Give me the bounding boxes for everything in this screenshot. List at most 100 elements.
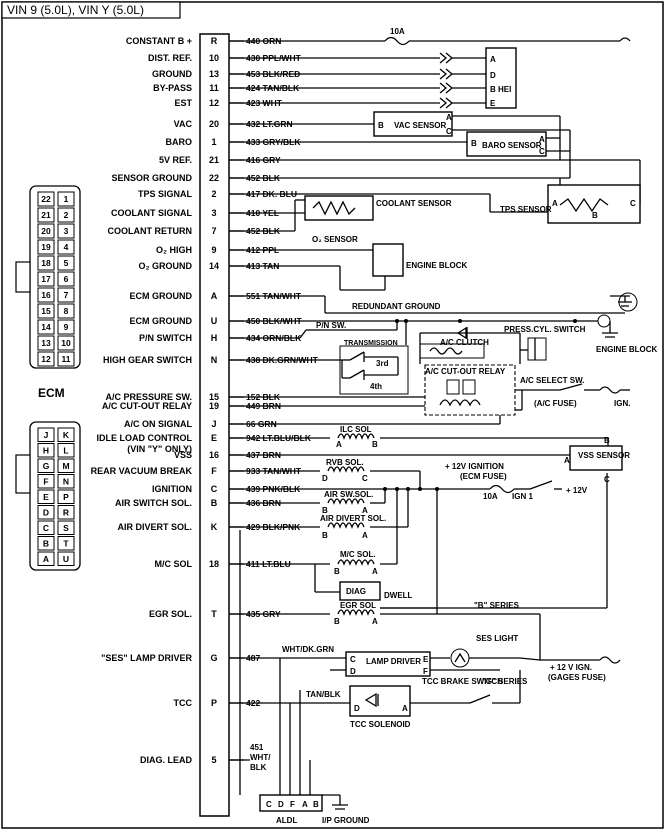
circuit-label: REAR VACUUM BREAK — [91, 466, 193, 476]
connector-cavity-label: E — [43, 492, 49, 502]
ilc-sol-label: ILC SOL — [340, 425, 372, 434]
title-box — [1, 1, 181, 19]
vac-pin-c: C — [446, 127, 452, 136]
ecm-pin: F — [211, 466, 217, 476]
connector-cavity — [37, 458, 55, 473]
connector-cavity-label: 16 — [41, 290, 51, 300]
circuit-label: EST — [174, 98, 192, 108]
ign-12v-label: + 12V IGNITION — [445, 462, 504, 471]
air-sw-pin-a: A — [362, 506, 368, 515]
ecm-pin-block — [199, 33, 230, 817]
connector-cavity — [37, 287, 55, 303]
aldl-pin-c: C — [266, 800, 272, 809]
connector-cavity-label: 20 — [41, 226, 51, 236]
connector-cavity — [37, 335, 55, 351]
connector-cavity — [37, 427, 55, 442]
ecm-pin: G — [210, 653, 217, 663]
connector-cavity — [37, 239, 55, 255]
lamp-driver-box — [345, 651, 431, 677]
circuit-label: A/C CUT-OUT RELAY — [102, 401, 192, 411]
wht-dk-grn-label: WHT/DK.GRN — [282, 645, 334, 654]
vss-sensor-label: VSS SENSOR — [578, 451, 630, 460]
connector-cavity-label: 15 — [41, 306, 51, 316]
ign1-label: IGN 1 — [512, 492, 533, 501]
ecm-pin: 3 — [211, 208, 216, 218]
plus-12v-label: + 12V — [566, 486, 588, 495]
air-divert-pin-b: B — [322, 531, 328, 540]
circuit-label: "SES" LAMP DRIVER — [101, 653, 192, 663]
ecm-pin: K — [211, 522, 218, 532]
diagram-title: VIN 9 (5.0L), VIN Y (5.0L) — [7, 3, 144, 17]
ecm-pin: 2 — [211, 189, 216, 199]
connector-cavity — [37, 489, 55, 504]
lamp-pin-e: E — [423, 655, 429, 664]
connector-cavity-label: R — [63, 507, 69, 517]
air-divert-pin-a: A — [362, 531, 368, 540]
ecm-pin: 21 — [209, 155, 219, 165]
connector-cavity — [57, 520, 75, 535]
connector-cavity — [57, 351, 75, 367]
vac-sensor-label: VAC SENSOR — [394, 121, 447, 130]
circuit-label: 5V REF. — [159, 155, 192, 165]
hei-pin-e: E — [490, 99, 496, 108]
circuit-label: BY-PASS — [153, 83, 192, 93]
ac-fuse-label: (A/C FUSE) — [534, 399, 577, 408]
lamp-pin-c: C — [350, 655, 356, 664]
coolant-thermistor — [312, 200, 356, 216]
connector-cavity — [37, 255, 55, 271]
connector-cavity-label: D — [43, 507, 49, 517]
b-series-label: "B" SERIES — [474, 601, 520, 610]
connector-cavity — [57, 255, 75, 271]
circuit-label: SENSOR GROUND — [111, 173, 192, 183]
ecm-pin: T — [211, 609, 217, 619]
connector-cavity-label: 3 — [64, 226, 69, 236]
pn-sw-label: P/N SW. — [316, 321, 346, 330]
lamp-driver-label: LAMP DRIVER — [366, 657, 421, 666]
third-gear-label: 3rd — [376, 359, 389, 368]
ilc-pin-a: A — [336, 440, 342, 449]
circuit-label: IDLE LOAD CONTROL — [97, 433, 193, 443]
tcc-brake-switch-label: TCC BRAKE SWITCH — [422, 677, 503, 686]
transmission-label: TRANSMISSION — [344, 340, 398, 347]
engine-block-label: ENGINE BLOCK — [406, 261, 468, 270]
ac-select-sw-label: A/C SELECT SW. — [520, 376, 584, 385]
connector-cavity — [57, 271, 75, 287]
vac-sensor-box — [373, 111, 453, 137]
tcc-pin-a: A — [402, 704, 408, 713]
connector-cavity — [57, 335, 75, 351]
circuit-label: AIR SWITCH SOL. — [115, 498, 192, 508]
vac-pin-a: A — [446, 113, 452, 122]
circuit-label: DIAG. LEAD — [140, 755, 193, 765]
connector-cavity — [37, 536, 55, 551]
circuit-label: DIST. REF. — [148, 53, 192, 63]
vss-pin-b: B — [604, 436, 610, 445]
ecm-pin: H — [211, 333, 218, 343]
circuit-label: BARO — [166, 137, 193, 147]
tps-sensor-box — [547, 184, 641, 224]
connector-cavity-label: 9 — [64, 322, 69, 332]
circuit-label: VAC — [174, 119, 193, 129]
connector-cavity — [37, 319, 55, 335]
vac-pin-b: B — [378, 121, 384, 130]
connector-cavity-label: J — [44, 430, 49, 440]
connector-cavity-label: 10 — [61, 338, 71, 348]
ecm-pin: 7 — [211, 226, 216, 236]
egr-pin-a: A — [372, 617, 378, 626]
lamp-pin-f: F — [423, 667, 428, 676]
ecm-pin: 19 — [209, 401, 219, 411]
connector-cavity — [37, 271, 55, 287]
connector-cavity-label: L — [63, 445, 68, 455]
wire-451-code: 451 — [250, 743, 264, 752]
circuit-label: GROUND — [152, 69, 192, 79]
ecm-fuse-label: (ECM FUSE) — [460, 472, 507, 481]
rvb-pin-c: C — [362, 474, 368, 483]
ecm-pin: U — [211, 316, 218, 326]
vss-pin-c: C — [604, 475, 610, 484]
ecm-pin: J — [211, 419, 216, 429]
connector-cavity — [37, 303, 55, 319]
ecm-pin: 11 — [209, 83, 219, 93]
lamp-pin-d: D — [350, 667, 356, 676]
